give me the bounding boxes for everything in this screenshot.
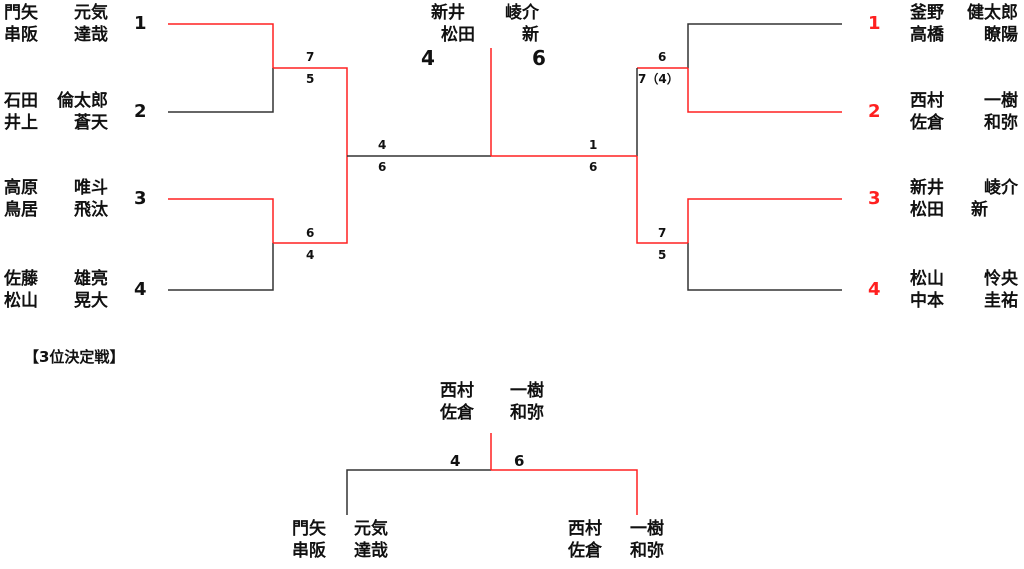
given-name: 達哉 [354,541,388,561]
given-name: 元気 [74,3,108,23]
champion-score-left: 4 [421,46,435,70]
seed-left-1: 1 [134,13,147,34]
given-name: 新 [522,25,539,45]
score-final-right-lower: 6 [589,160,598,174]
team-right-1: 釜野 健太郎 高橋 瞭陽 [910,2,1018,46]
surname: 西村 [440,381,474,401]
line-left-2 [168,68,274,113]
score-right-bottom-lower: 5 [658,248,667,262]
seed-left-2: 2 [134,101,147,122]
team-right-4: 松山 怜央 中本 圭祐 [910,268,1018,312]
score-final-right-upper: 1 [589,138,598,152]
surname: 高橋 [910,25,944,45]
team-left-4: 佐藤 雄亮 松山 晃大 [4,268,108,312]
surname: 鳥居 [4,200,38,220]
surname: 松田 [910,200,944,220]
line-third-left [346,469,491,515]
given-name: 一樹 [984,91,1018,111]
seed-right-4: 4 [868,279,881,300]
team-left-3: 高原 唯斗 鳥居 飛汰 [4,177,108,221]
given-name: 怜央 [984,269,1018,289]
line-left-1 [168,23,274,68]
champion-score-right: 6 [532,46,546,70]
team-left-2: 石田倫太郎 井上 蒼天 [4,90,108,134]
surname: 佐倉 [910,113,944,133]
surname: 門矢 [292,519,326,539]
surname: 中本 [910,291,944,311]
champion-team: 新井 崚介 松田 新 [431,2,539,46]
surname: 釜野 [910,3,944,23]
score-right-bottom-upper: 7 [658,226,667,240]
surname: 新井 [910,178,944,198]
line-left-sf1 [273,67,348,156]
given-name: 新 [971,200,988,220]
surname: 佐倉 [568,541,602,561]
line-right-2 [687,68,842,113]
given-name: 一樹 [510,381,544,401]
seed-right-1: 1 [868,13,881,34]
score-right-top-upper: 6 [658,50,667,64]
given-name: 達哉 [74,25,108,45]
third-place-right-team: 西村 一樹 佐倉 和弥 [568,518,670,562]
surname: 井上 [4,113,38,133]
surname: 佐倉 [440,403,474,423]
line-left-3 [168,198,274,243]
line-left-4 [168,243,274,291]
surname: 松山 [910,269,944,289]
line-right-4 [687,243,842,291]
score-final-left-upper: 4 [378,138,387,152]
given-name: 和弥 [510,403,544,423]
surname: 門矢 [4,3,38,23]
given-name: 和弥 [984,113,1018,133]
given-name: 圭祐 [984,291,1018,311]
seed-left-3: 3 [134,188,147,209]
seed-right-3: 3 [868,188,881,209]
line-right-sf2 [636,156,688,244]
surname: 松田 [441,25,475,45]
third-place-winner: 西村 一樹 佐倉 和弥 [440,380,544,424]
team-left-1: 門矢 元気 串阪 達哉 [4,2,108,46]
seed-left-4: 4 [134,279,147,300]
surname: 西村 [910,91,944,111]
given-name: 崚介 [505,3,539,23]
score-left-top-upper: 7 [306,50,315,64]
given-name: 一樹 [630,519,664,539]
score-left-bottom-upper: 6 [306,226,315,240]
surname: 西村 [568,519,602,539]
given-name: 和弥 [630,541,664,561]
score-final-left-lower: 6 [378,160,387,174]
line-right-1 [687,23,842,68]
surname: 石田 [4,91,38,111]
surname: 佐藤 [4,269,38,289]
surname: 新井 [431,3,465,23]
third-place-title: 【3位決定戦】 [24,348,125,366]
given-name: 瞭陽 [984,25,1018,45]
given-name: 晃大 [74,291,108,311]
line-third-right [491,469,638,515]
surname: 串阪 [292,541,326,561]
given-name: 唯斗 [74,178,108,198]
third-place-left-team: 門矢 元気 串阪 達哉 [292,518,394,562]
surname: 松山 [4,291,38,311]
seed-right-2: 2 [868,101,881,122]
given-name: 倫太郎 [57,91,108,111]
score-left-bottom-lower: 4 [306,248,315,262]
line-right-3 [687,198,842,243]
given-name: 雄亮 [74,269,108,289]
score-right-top-lower: 7（4） [638,72,679,86]
given-name: 健太郎 [967,3,1018,23]
given-name: 崚介 [984,178,1018,198]
third-place-score-left: 4 [450,452,461,470]
team-right-2: 西村 一樹 佐倉 和弥 [910,90,1018,134]
surname: 串阪 [4,25,38,45]
team-right-3: 新井 崚介 松田 新 [910,177,1018,221]
given-name: 蒼天 [74,113,108,133]
line-left-sf2 [273,156,348,244]
third-place-score-right: 6 [514,452,525,470]
given-name: 元気 [354,519,388,539]
given-name: 飛汰 [74,200,108,220]
score-left-top-lower: 5 [306,72,315,86]
surname: 高原 [4,178,38,198]
